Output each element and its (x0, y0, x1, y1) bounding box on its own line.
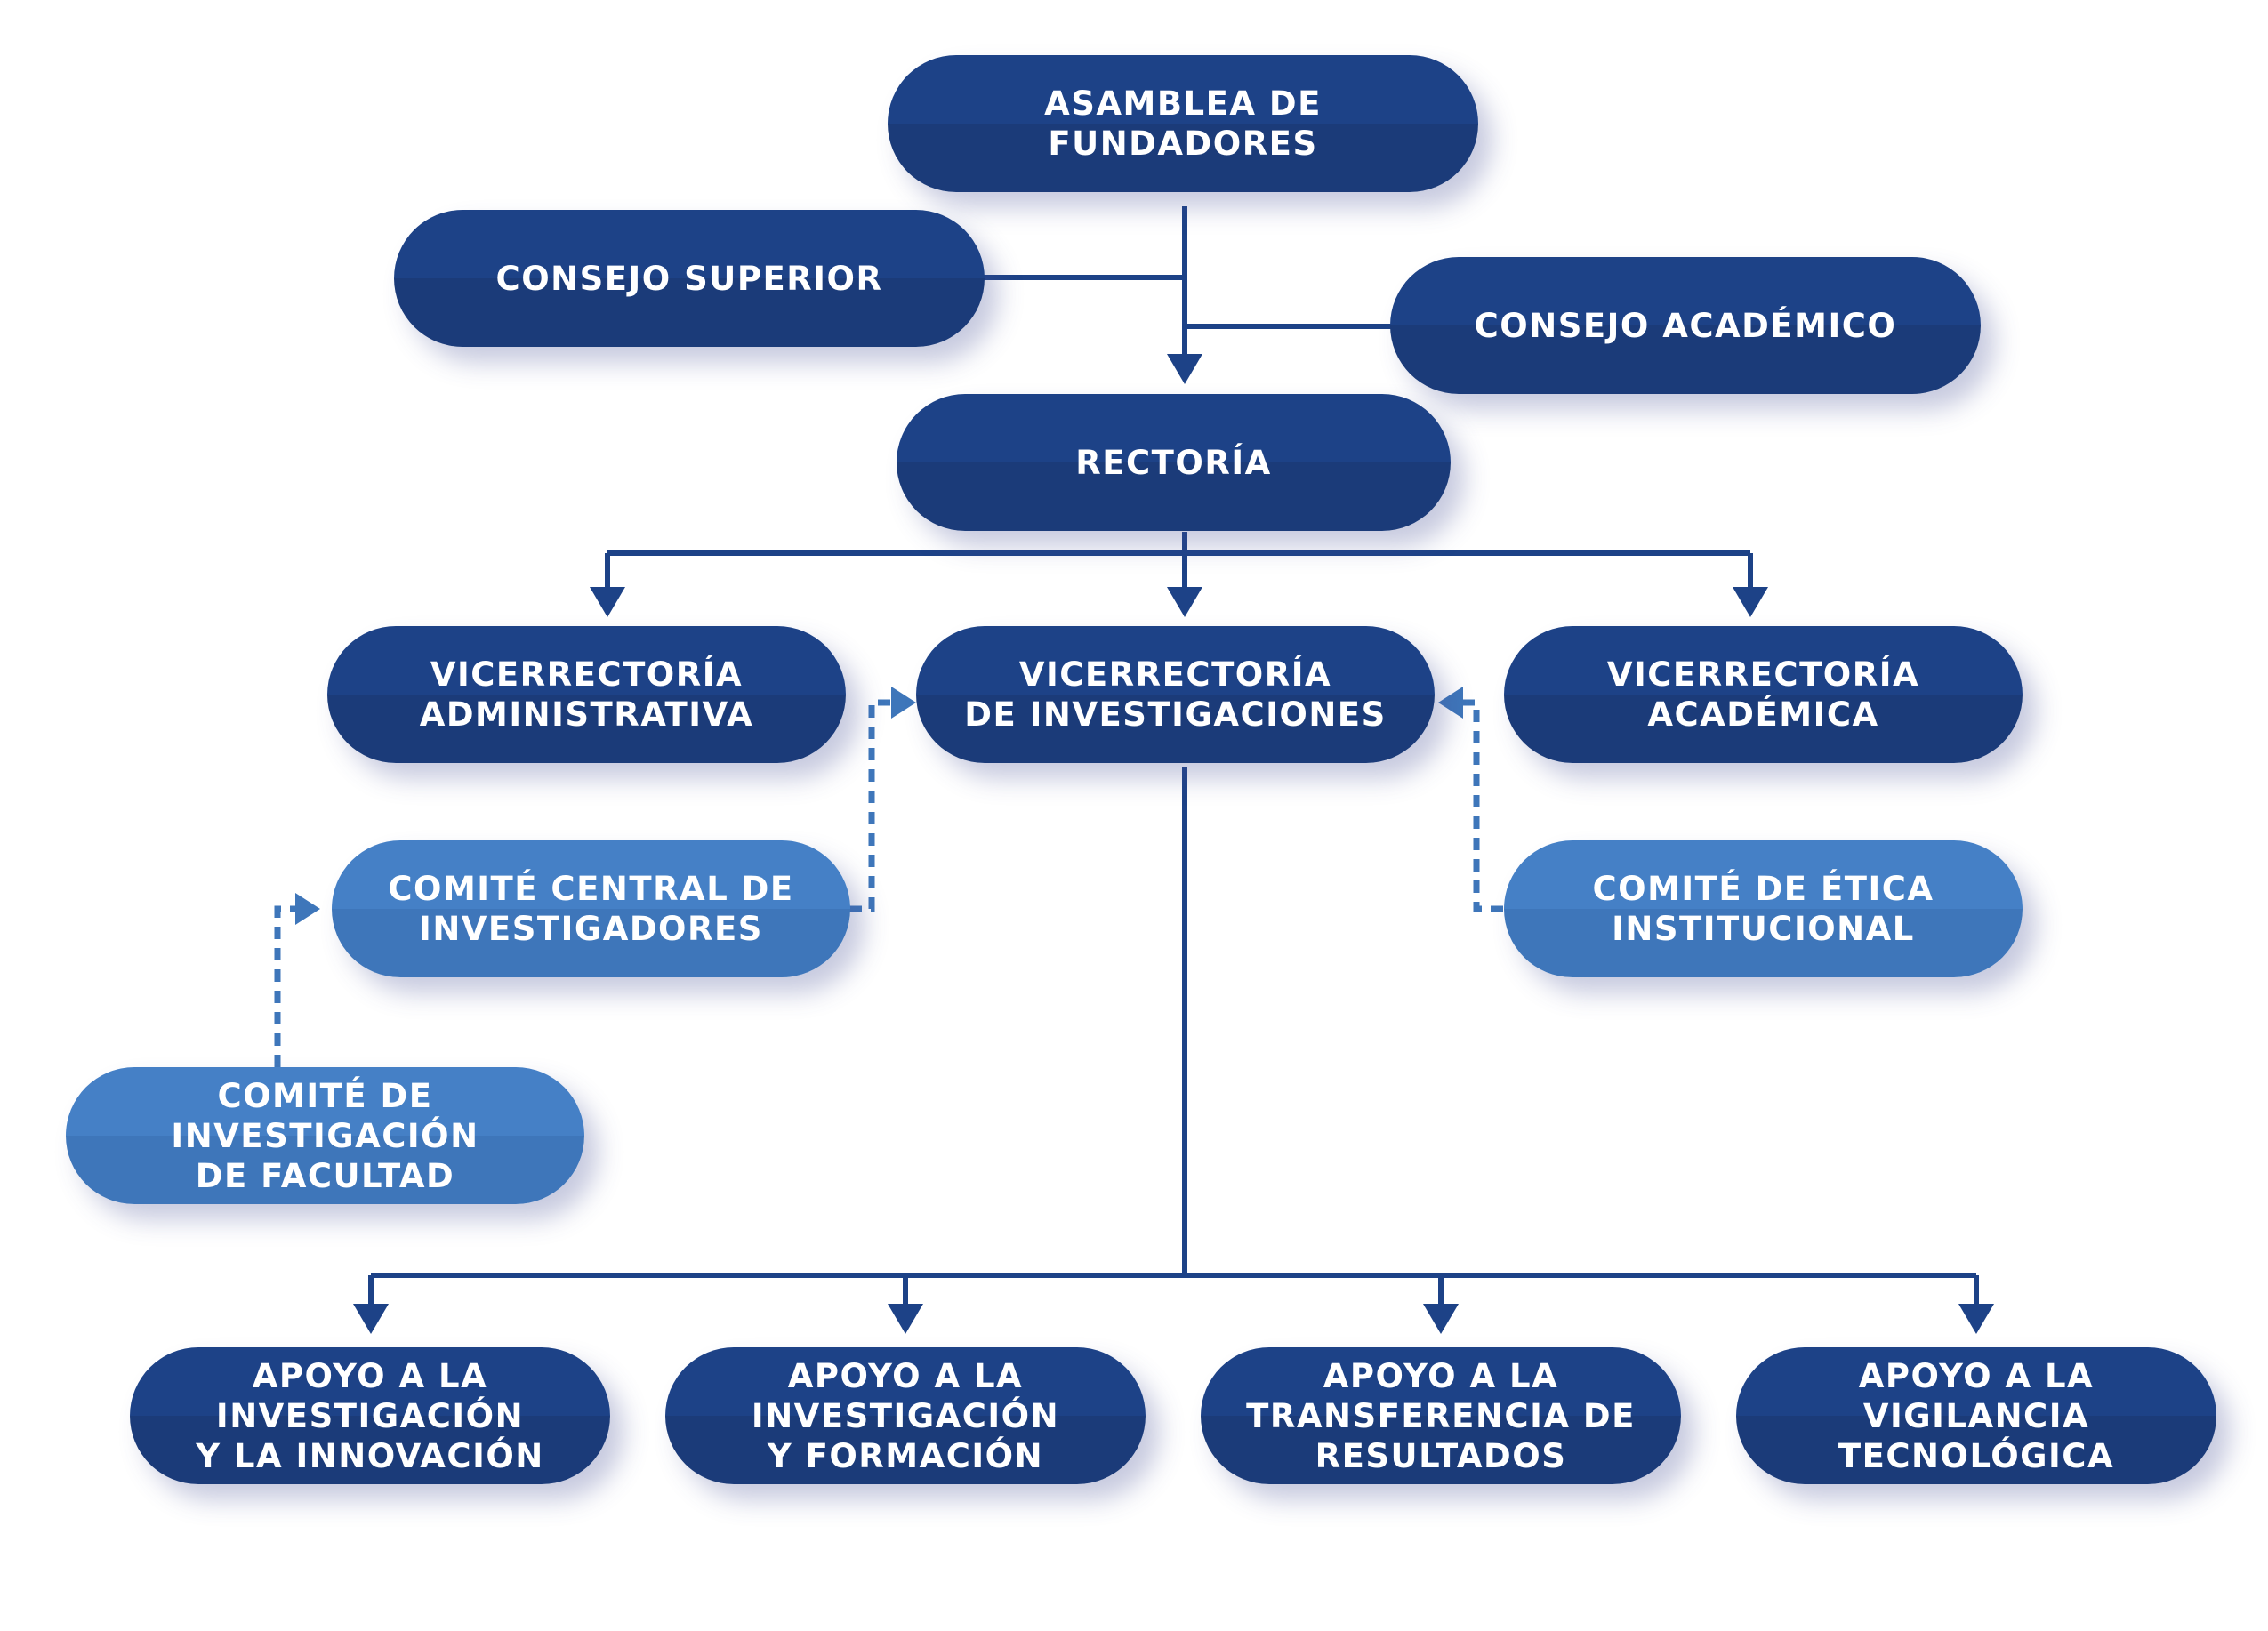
dashed-comite-etica-to-vinv (1459, 699, 1503, 912)
node-apoyo-vigilancia-tecnologica: APOYO A LA VIGILANCIA TECNOLÓGICA (1736, 1347, 2216, 1484)
arrow-to-apoyo-1 (353, 1304, 389, 1334)
arrow-dashed-to-comite-central (295, 893, 320, 925)
node-comite-de-etica-institucional: COMITÉ DE ÉTICA INSTITUCIONAL (1504, 840, 2023, 977)
node-apoyo-transferencia-resultados: APOYO A LA TRANSFERENCIA DE RESULTADOS (1201, 1347, 1681, 1484)
arrow-to-vice-inv (1167, 587, 1202, 617)
arrow-to-vice-acad (1733, 587, 1768, 617)
node-apoyo-investigacion-innovacion: APOYO A LA INVESTIGACIÓN Y LA INNOVACIÓN (130, 1347, 610, 1484)
node-vicerrectoria-de-investigaciones: VICERRECTORÍA DE INVESTIGACIONES (916, 626, 1435, 763)
node-consejo-superior: CONSEJO SUPERIOR (394, 210, 985, 347)
arrow-to-rectoria (1167, 354, 1202, 384)
arrow-dashed-to-vinv-right (1438, 687, 1463, 719)
node-comite-central-de-investigadores: COMITÉ CENTRAL DE INVESTIGADORES (332, 840, 850, 977)
arrow-to-apoyo-2 (888, 1304, 923, 1334)
node-vicerrectoria-academica: VICERRECTORÍA ACADÉMICA (1504, 626, 2023, 763)
dashed-comite-central-to-vinv (849, 699, 894, 912)
dashed-facultad-to-comite-central (274, 905, 298, 1067)
node-rectoria: RECTORÍA (897, 394, 1451, 531)
node-consejo-academico: CONSEJO ACADÉMICO (1390, 257, 1981, 394)
arrow-to-vice-admin (590, 587, 625, 617)
node-asamblea-de-fundadores: ASAMBLEA DE FUNDADORES (888, 55, 1478, 192)
arrow-to-apoyo-4 (1958, 1304, 1994, 1334)
node-apoyo-investigacion-formacion: APOYO A LA INVESTIGACIÓN Y FORMACIÓN (665, 1347, 1146, 1484)
arrow-to-apoyo-3 (1423, 1304, 1459, 1334)
node-comite-de-investigacion-de-facultad: COMITÉ DE INVESTIGACIÓN DE FACULTAD (66, 1067, 584, 1204)
arrow-dashed-to-vinv-left (891, 687, 916, 719)
node-vicerrectoria-administrativa: VICERRECTORÍA ADMINISTRATIVA (327, 626, 846, 763)
